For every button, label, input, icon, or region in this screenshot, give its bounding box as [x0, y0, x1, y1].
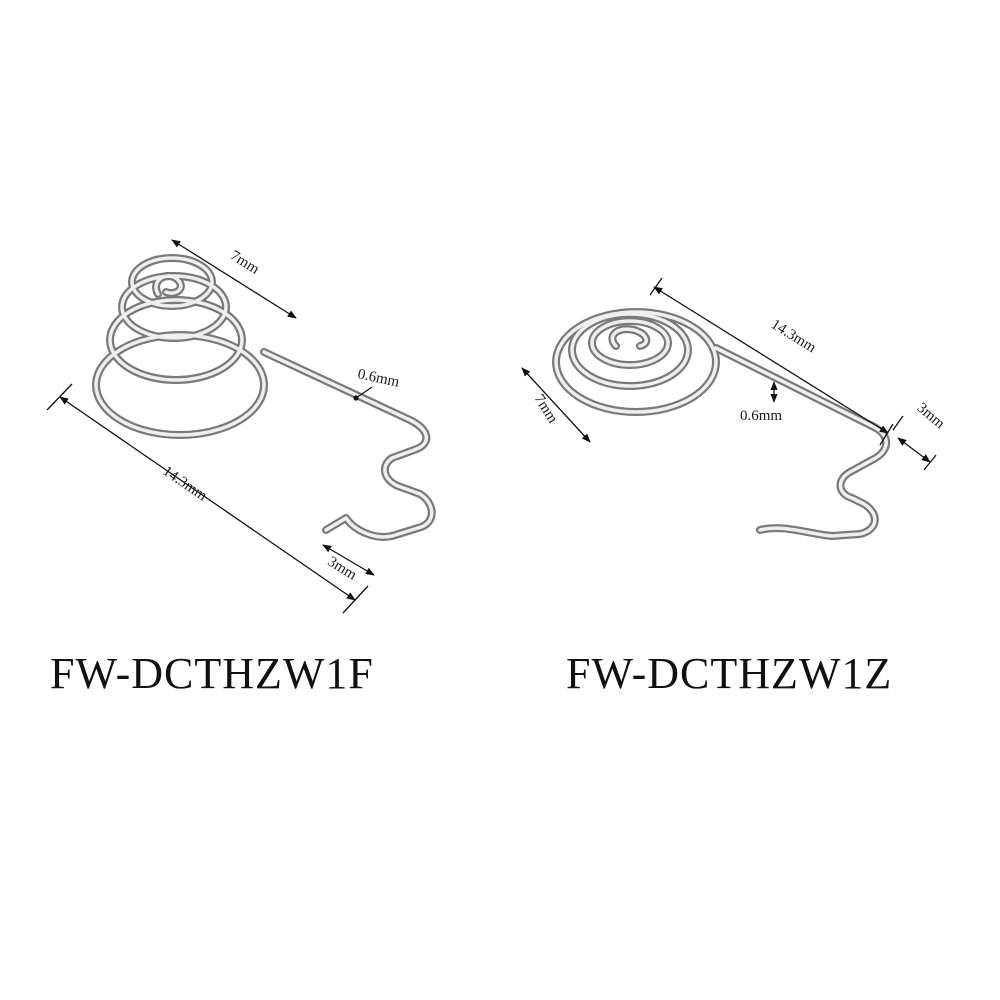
conical-spring-left	[92, 254, 436, 541]
left-dim-tail-length-label: 3mm	[325, 554, 360, 584]
right-dim-wire-thickness-label: 0.6mm	[740, 408, 782, 424]
right-dim-coil-diameter: 7mm	[521, 367, 591, 443]
part-model-label-left: FW-DCTHZW1F	[50, 649, 374, 698]
flat-spiral-wire-highlight	[554, 310, 888, 538]
left-dim-cone-diameter-label: 7mm	[227, 248, 262, 278]
flat-spiral-wire-shadow	[552, 308, 890, 540]
left-dim-wire-thickness: 0.6mm	[353, 366, 401, 401]
left-dim-tail-length: 3mm	[322, 544, 375, 584]
right-dim-tail-length: 3mm	[892, 400, 948, 471]
part-model-label-right: FW-DCTHZW1Z	[566, 649, 893, 698]
flat-spiral-spring-right	[552, 308, 890, 540]
right-dim-overall-length-label: 14.3mm	[768, 316, 819, 356]
right-dim-coil-diameter-label: 7mm	[531, 392, 561, 427]
right-dim-wire-thickness: 0.6mm	[740, 381, 782, 424]
left-dim-wire-thickness-label: 0.6mm	[356, 366, 401, 390]
left-dim-overall-length-label: 14.3mm	[160, 463, 210, 504]
left-dim-overall-length: 14.3mm	[46, 383, 369, 614]
right-dim-tail-length-label: 3mm	[914, 400, 948, 432]
